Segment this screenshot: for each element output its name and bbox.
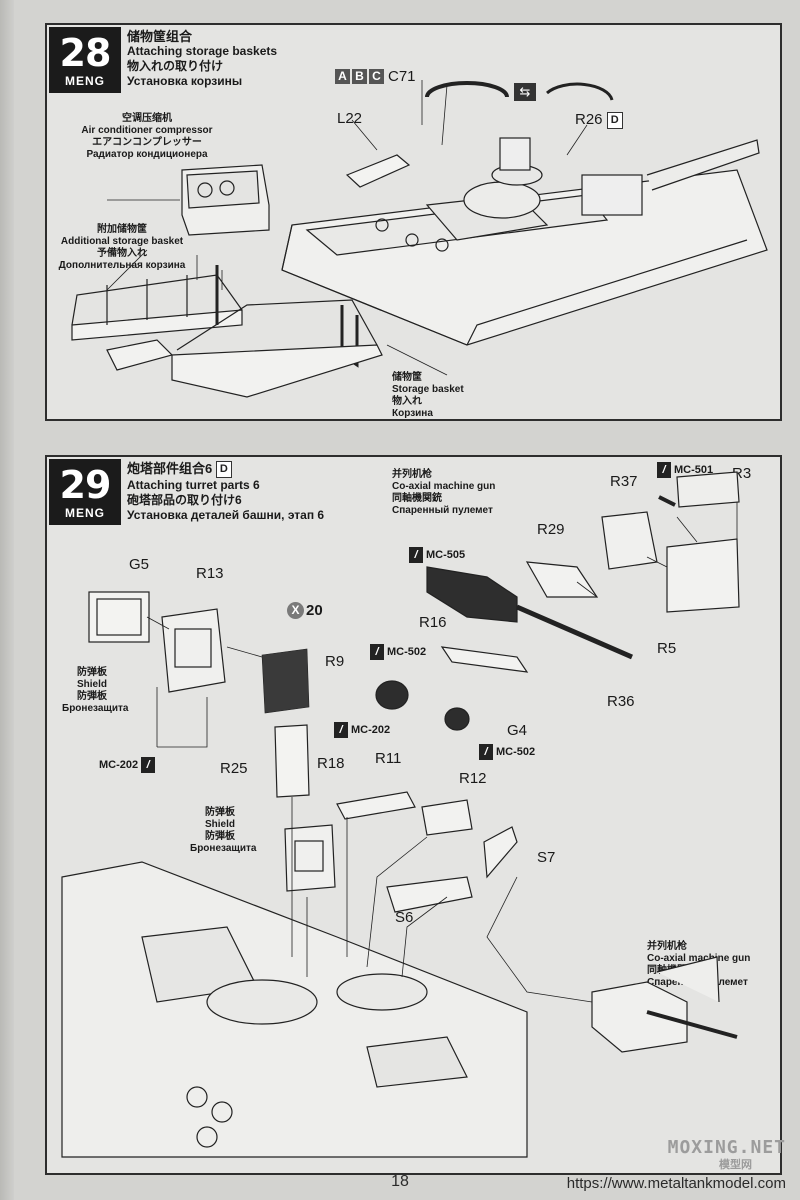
step-28-titles: 储物筐组合 Attaching storage baskets 物入れの取り付け… <box>127 29 277 89</box>
part-r18: R18 <box>317 755 345 772</box>
part-r9: R9 <box>325 653 345 670</box>
part-r12: R12 <box>459 770 487 787</box>
part-r16: R16 <box>419 614 447 631</box>
tool-mc-202-a: /MC-202 <box>334 722 390 738</box>
page-number: 18 <box>391 1173 409 1190</box>
part-r26: R26 D <box>575 111 623 129</box>
step-number: 28 <box>59 31 112 75</box>
tool-mc-202-b: MC-202/ <box>99 757 156 773</box>
page-binding-edge <box>0 0 14 1200</box>
knife-icon: / <box>657 462 671 478</box>
tool-mc-502-a: /MC-502 <box>370 644 426 660</box>
step-28-badge: 28 MENG <box>49 27 121 93</box>
part-s7: S7 <box>537 849 556 866</box>
step-29-panel: 29 MENG 炮塔部件组合6 D Attaching turret parts… <box>45 455 782 1175</box>
knife-icon: / <box>479 744 493 760</box>
part-r5: R5 <box>657 640 677 657</box>
part-r36: R36 <box>607 693 635 710</box>
tool-mc-501: /MC-501 <box>657 462 713 478</box>
quantity-count: 20 <box>306 602 323 619</box>
sprue-c: C <box>369 69 384 84</box>
part-g5: G5 <box>129 556 150 573</box>
step-29-titles: 炮塔部件组合6 D Attaching turret parts 6 砲塔部品の… <box>127 461 324 523</box>
knife-icon: / <box>334 722 348 738</box>
title-ru: Установка деталей башни, этап 6 <box>127 508 325 523</box>
brand-logo: MENG <box>65 74 105 88</box>
step-29-badge: 29 MENG <box>49 459 121 525</box>
quantity-marker: X 20 <box>287 602 323 619</box>
part-r13: R13 <box>196 565 224 582</box>
sprue-indicator: A B C C71 <box>335 68 416 85</box>
part-l22: L22 <box>337 110 363 127</box>
part-r37: R37 <box>610 473 638 490</box>
part-g4: G4 <box>507 722 528 739</box>
title-ru: Установка корзины <box>127 74 243 88</box>
watermark-url: https://www.metaltankmodel.com <box>566 1175 786 1192</box>
watermark-sub: 模型网 <box>719 1159 752 1171</box>
title-jp: 物入れの取り付け <box>127 59 224 73</box>
flip-icon: ⇆ <box>514 83 536 101</box>
times-icon: X <box>287 602 304 619</box>
watermark-brand: MOXING.NET <box>667 1137 786 1158</box>
part-r25: R25 <box>220 760 248 777</box>
knife-icon: / <box>409 547 423 563</box>
step-28-drawing <box>71 80 768 398</box>
tool-mc-505: /MC-505 <box>409 547 465 563</box>
sprue-a: A <box>335 69 350 84</box>
sprue-d-box: D <box>606 111 623 129</box>
step-number: 29 <box>59 463 112 507</box>
title-jp: 砲塔部品の取り付け6 <box>127 493 242 508</box>
title-en: Attaching turret parts 6 <box>127 478 260 493</box>
sprue-b: B <box>352 69 367 84</box>
brand-logo: MENG <box>65 506 105 520</box>
part-c71: C71 <box>388 68 416 85</box>
tool-mc-502-b: /MC-502 <box>479 744 535 760</box>
step-28-panel: 28 MENG 储物筐组合 Attaching storage baskets … <box>45 23 782 421</box>
sprue-d-box: D <box>215 461 232 479</box>
title-zh: 炮塔部件组合6 D <box>127 461 324 479</box>
knife-icon: / <box>141 757 156 773</box>
title-en: Attaching storage baskets <box>127 44 278 58</box>
part-s6: S6 <box>395 909 414 926</box>
part-r29: R29 <box>537 521 565 538</box>
part-r11: R11 <box>375 750 402 767</box>
knife-icon: / <box>370 644 384 660</box>
title-zh: 储物筐组合 <box>127 29 193 44</box>
step-29-drawing <box>61 471 740 1158</box>
